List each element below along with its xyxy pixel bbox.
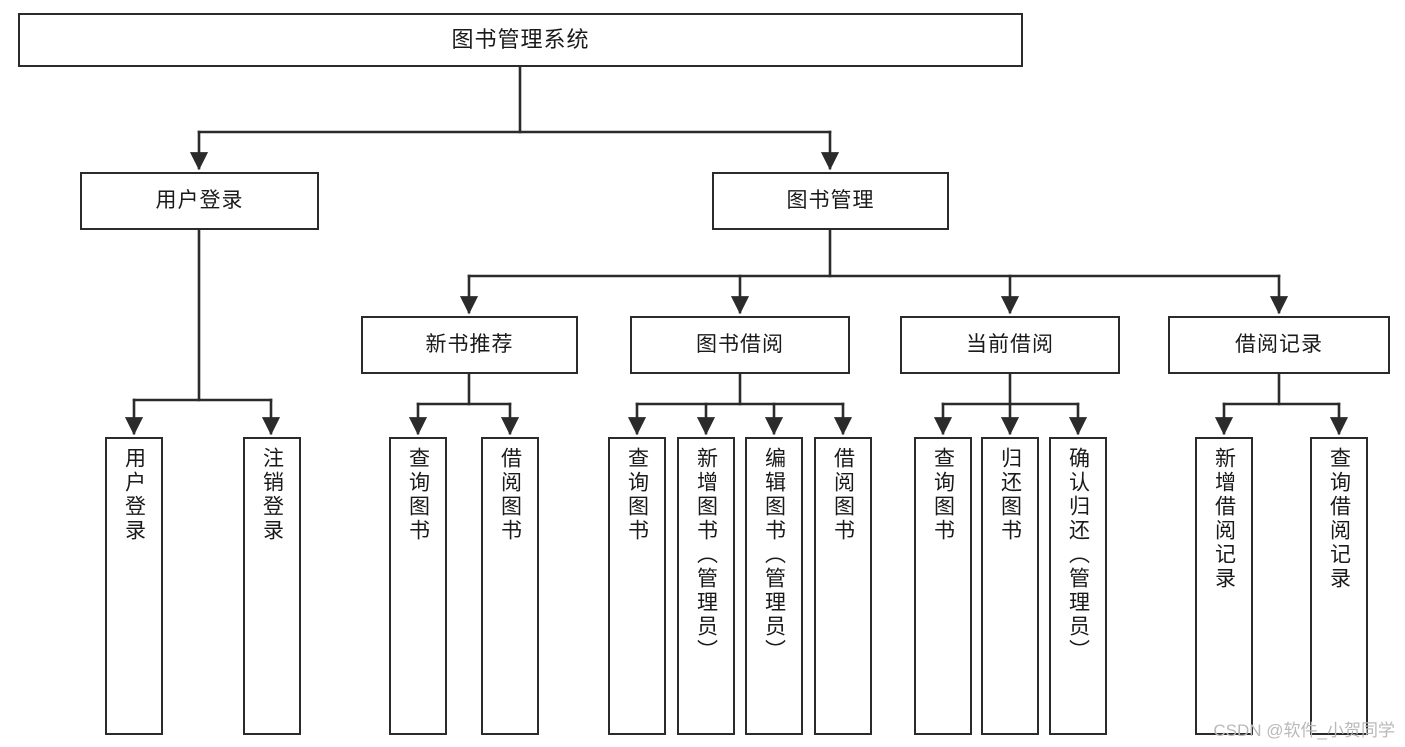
node-label: 借阅图书 xyxy=(498,447,522,543)
node-borrow-record[interactable]: 借阅记录 xyxy=(1168,316,1390,374)
leaf-confirm-return-admin[interactable]: 确认归还（管理员） xyxy=(1049,437,1107,735)
leaf-query-borrow-record[interactable]: 查询借阅记录 xyxy=(1310,437,1368,735)
leaf-edit-book-admin[interactable]: 编辑图书（管理员） xyxy=(745,437,803,735)
node-label: 借阅记录 xyxy=(1235,332,1323,356)
node-label: 编辑图书（管理员） xyxy=(762,447,786,663)
node-label: 当前借阅 xyxy=(966,332,1054,356)
node-label: 新书推荐 xyxy=(425,332,514,356)
node-label: 用户登录 xyxy=(155,188,244,212)
node-label: 查询图书 xyxy=(931,447,955,543)
node-label: 图书借阅 xyxy=(696,332,784,356)
node-book-borrow[interactable]: 图书借阅 xyxy=(630,316,850,374)
node-label: 注销登录 xyxy=(260,447,284,543)
leaf-borrow-book[interactable]: 借阅图书 xyxy=(814,437,872,735)
node-label: 借阅图书 xyxy=(831,447,855,543)
leaf-logout[interactable]: 注销登录 xyxy=(243,437,301,735)
node-label: 新增图书（管理员） xyxy=(694,447,718,663)
leaf-query-book-current[interactable]: 查询图书 xyxy=(914,437,972,735)
node-label: 查询图书 xyxy=(625,447,649,543)
node-label: 用户登录 xyxy=(122,447,146,543)
node-label: 查询图书 xyxy=(406,447,430,543)
node-label: 新增借阅记录 xyxy=(1212,447,1236,591)
node-book-management[interactable]: 图书管理 xyxy=(712,172,949,230)
leaf-borrow-book-newbook[interactable]: 借阅图书 xyxy=(481,437,539,735)
leaf-user-login[interactable]: 用户登录 xyxy=(105,437,163,735)
leaf-query-book-borrow[interactable]: 查询图书 xyxy=(608,437,666,735)
leaf-add-borrow-record[interactable]: 新增借阅记录 xyxy=(1195,437,1253,735)
node-label: 查询借阅记录 xyxy=(1327,447,1351,591)
node-root-book-management-system[interactable]: 图书管理系统 xyxy=(18,13,1023,67)
node-new-book-recommend[interactable]: 新书推荐 xyxy=(361,316,578,374)
node-user-login[interactable]: 用户登录 xyxy=(80,172,319,230)
leaf-return-book[interactable]: 归还图书 xyxy=(981,437,1039,735)
node-label: 图书管理 xyxy=(786,188,875,212)
node-label: 归还图书 xyxy=(998,447,1022,543)
node-label: 图书管理系统 xyxy=(451,27,590,53)
node-label: 确认归还（管理员） xyxy=(1066,447,1090,663)
leaf-add-book-admin[interactable]: 新增图书（管理员） xyxy=(677,437,735,735)
leaf-query-book-newbook[interactable]: 查询图书 xyxy=(389,437,447,735)
node-current-borrow[interactable]: 当前借阅 xyxy=(900,316,1120,374)
